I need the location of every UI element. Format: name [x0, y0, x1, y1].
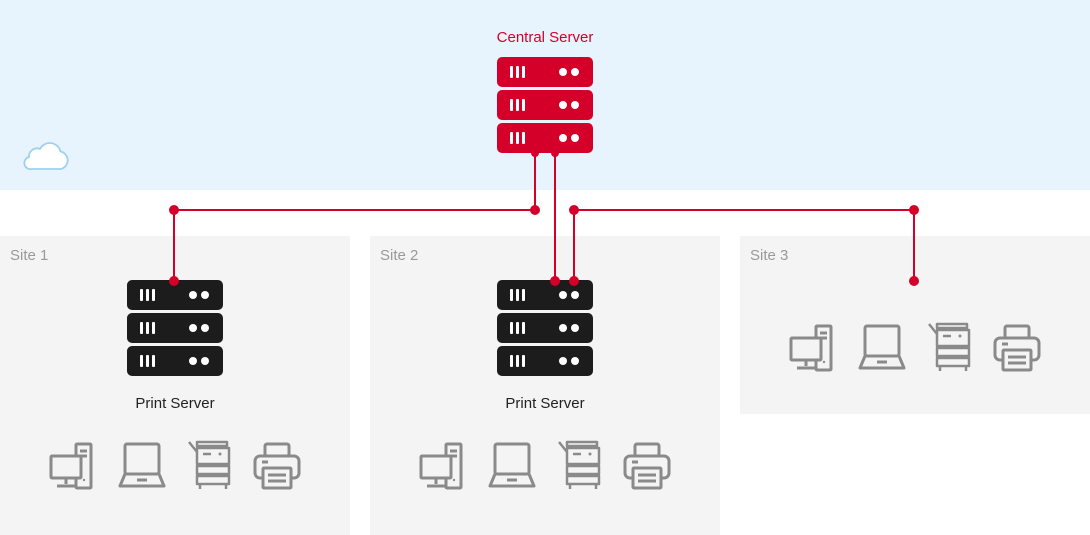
multifunction-printer-icon: [187, 440, 231, 491]
junction-dot: [530, 205, 540, 215]
junction-dot: [909, 205, 919, 215]
site-3-label: Site 3: [750, 247, 789, 264]
printer-icon: [993, 324, 1041, 372]
central-server-label: Central Server: [496, 29, 594, 46]
site-3: Site 3: [740, 236, 1090, 414]
printer-icon: [623, 442, 671, 490]
printer-icon: [253, 442, 301, 490]
central-server[interactable]: [0, 0, 1090, 190]
print-server-label: Print Server: [505, 395, 585, 412]
server-rack-icon: [497, 57, 593, 153]
desktop-computer-icon: [49, 442, 93, 490]
site-1: Site 1 Print Server: [0, 236, 350, 535]
desktop-computer-icon: [419, 442, 463, 490]
print-server-label: Print Server: [135, 395, 215, 412]
server-rack-icon[interactable]: [497, 280, 593, 376]
site-2-label: Site 2: [380, 247, 419, 264]
laptop-icon: [858, 324, 906, 370]
junction-dot: [169, 205, 179, 215]
desktop-computer-icon: [789, 324, 833, 372]
multifunction-printer-icon: [927, 322, 971, 373]
site-1-label: Site 1: [10, 247, 49, 264]
multifunction-printer-icon: [557, 440, 601, 491]
server-rack-icon[interactable]: [127, 280, 223, 376]
laptop-icon: [118, 442, 166, 488]
junction-dot: [569, 205, 579, 215]
cloud-icon: [23, 142, 69, 171]
site-2: Site 2 Print Server: [370, 236, 720, 535]
laptop-icon: [488, 442, 536, 488]
